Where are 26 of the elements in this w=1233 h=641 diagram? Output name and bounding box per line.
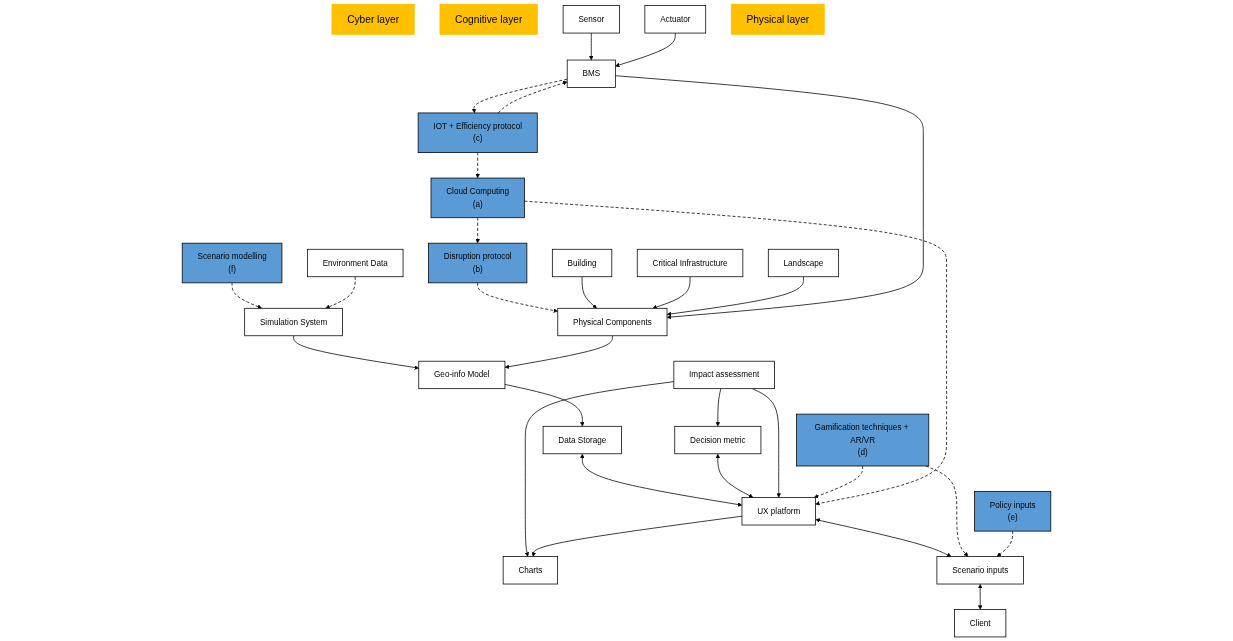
node-box: Sensor [562,5,620,34]
node-box: Physical Components [557,307,668,337]
node-box: Scenario inputs [936,556,1024,585]
node-box: Disruption protocol (b) [428,242,528,284]
node-box: Data Storage [542,425,622,455]
node-box: Cloud Computing (a) [430,177,525,219]
node-box: Gamification techniques + AR/VR (d) [796,413,930,467]
node-box: Client [954,609,1007,638]
node-box: Actuator [644,5,707,34]
node-box: BMS [566,59,616,88]
node-box: Environment Data [307,248,404,278]
node-box: UX platform [741,497,816,526]
node-box: Geo-info Model [418,360,506,390]
node-box: Policy inputs (e) [974,491,1052,532]
node-box: Landscape [767,248,840,278]
node-box: Scenario modelling (f) [181,242,283,284]
node-box: Physical layer [730,3,825,35]
node-box: Cyber layer [331,3,415,35]
node-box: Simulation System [244,307,343,337]
node-box: Impact assessment [673,360,775,390]
node-box: Decision metric [674,425,762,455]
node-box: IOT + Efficiency protocol (c) [417,112,538,153]
node-box: Critical Infrastructure [636,248,744,278]
node-box: Cognitive layer [439,3,538,35]
node-box: Charts [502,556,558,585]
node-box: Building [551,248,613,278]
